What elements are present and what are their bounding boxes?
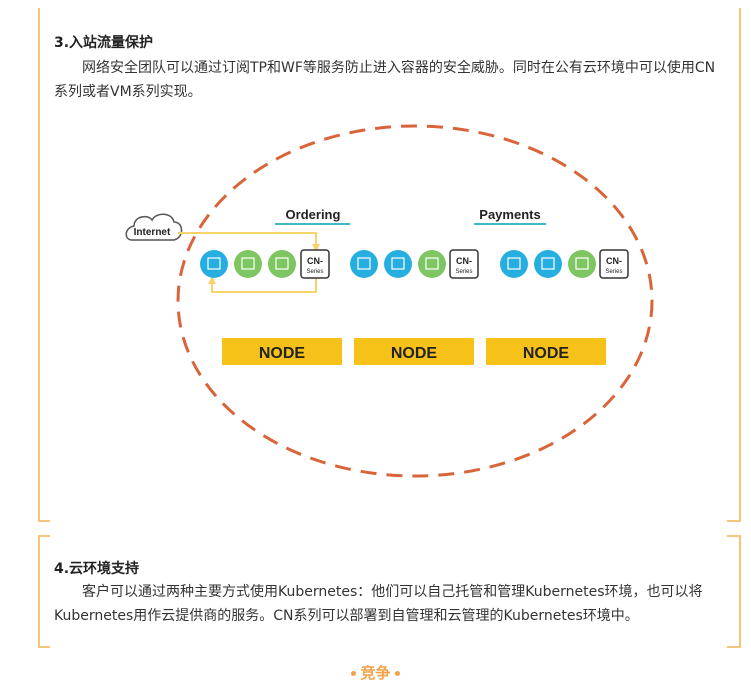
section1-frame-left-corner: [38, 520, 50, 522]
pod-icon: [568, 250, 596, 278]
svg-text:Series: Series: [605, 269, 622, 275]
section2-frame-right-bottom-corner: [727, 646, 739, 648]
svg-text:NODE: NODE: [391, 345, 438, 362]
internet-cloud-icon: Internet: [125, 213, 183, 241]
section2-frame-left-top-corner: [38, 535, 50, 537]
cluster-boundary-ellipse: [176, 124, 654, 478]
pod-icon: [418, 250, 446, 278]
section-heading: 3.入站流量保护: [54, 35, 154, 51]
pod-group-2: CN- Series: [350, 249, 479, 279]
section-heading: 4.云环境支持: [54, 561, 140, 577]
pod-group-3: CN- Series: [500, 249, 629, 279]
section-paragraph: 网络安全团队可以通过订阅TP和WF等服务防止进入容器的安全威胁。同时在公有云环境…: [54, 60, 716, 100]
footer-dot-left: [351, 671, 357, 676]
pod-icon: [234, 250, 262, 278]
svg-text:NODE: NODE: [259, 345, 306, 362]
section1-frame-right-corner: [727, 520, 739, 522]
footer-title: 竞争: [0, 662, 751, 683]
pod-icon: [534, 250, 562, 278]
node-box-3: NODE: [486, 338, 606, 365]
pod-group-1: CN- Series: [200, 249, 330, 279]
footer-dot-right: [394, 671, 400, 676]
section2-frame-left: [38, 535, 40, 648]
svg-text:CN-: CN-: [606, 256, 622, 266]
internet-label: Internet: [134, 227, 171, 238]
footer-label: 竞争: [360, 664, 391, 682]
cn-series-icon: [599, 249, 629, 279]
svg-text:CN-: CN-: [456, 256, 472, 266]
pod-icon: [384, 250, 412, 278]
cn-series-icon: [300, 249, 330, 279]
ordering-label: Ordering: [286, 207, 341, 222]
payments-label: Payments: [479, 207, 540, 222]
section2-frame-left-bottom-corner: [38, 646, 50, 648]
section1-frame-right: [739, 8, 741, 522]
svg-text:NODE: NODE: [523, 345, 570, 362]
svg-text:Series: Series: [455, 269, 472, 275]
kubernetes-traffic-diagram: Internet Ordering Payments CN- Series CN…: [125, 124, 654, 478]
section2-frame-right-top-corner: [727, 535, 739, 537]
section-paragraph: 客户可以通过两种主要方式使用Kubernetes：他们可以自己托管和管理Kube…: [54, 584, 703, 624]
pod-icon: [350, 250, 378, 278]
section2-frame-right: [739, 535, 741, 648]
cn-series-icon: [449, 249, 479, 279]
pod-icon: [500, 250, 528, 278]
node-box-1: NODE: [222, 338, 342, 365]
pod-icon: [268, 250, 296, 278]
pod-icon: [200, 250, 228, 278]
svg-text:CN-: CN-: [307, 256, 323, 266]
node-box-2: NODE: [354, 338, 474, 365]
svg-text:Series: Series: [306, 269, 323, 275]
traffic-path: [178, 232, 320, 293]
section1-frame-left: [38, 8, 40, 522]
